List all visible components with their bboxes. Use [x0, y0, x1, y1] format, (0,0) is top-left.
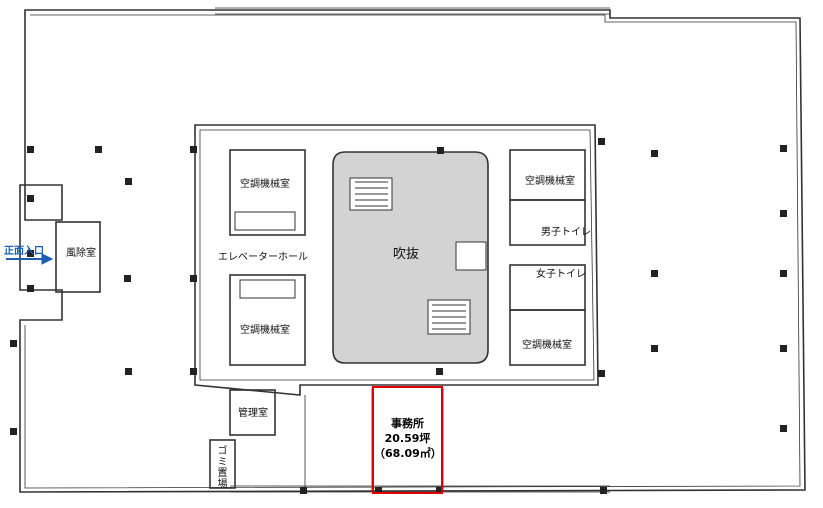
core-outline	[194, 124, 599, 396]
entrance-arrow	[6, 253, 54, 265]
womens-toilet-label: 女子トイレ	[536, 269, 586, 280]
garbage-room-wall	[209, 439, 236, 489]
void-elevator	[455, 241, 487, 271]
main-entrance-label: 正面入口	[4, 246, 44, 257]
ac-room-bl-equip	[239, 279, 296, 299]
management-room-label: 管理室	[238, 408, 268, 419]
mens-toilet-label: 男子トイレ	[541, 227, 591, 238]
mens-toilet-wall	[509, 199, 586, 246]
outer-wall-inner	[24, 14, 801, 489]
ac-room-tr-label: 空調機械室	[525, 176, 575, 187]
ac-room-bl-label: 空調機械室	[240, 325, 290, 336]
stair-bottom	[427, 299, 471, 335]
office-sqm: （68.09㎡）	[374, 447, 442, 460]
ac-room-br-wall	[509, 309, 586, 366]
stair-top	[349, 177, 393, 211]
ac-room-br-label: 空調機械室	[522, 340, 572, 351]
office-tsubo: 20.59坪	[384, 432, 431, 445]
windbreak-room	[55, 221, 101, 293]
windbreak-room-label: 風除室	[66, 248, 96, 259]
elevator-hall-label: エレベーターホール	[218, 252, 308, 263]
office-info: 事務所 20.59坪 （68.09㎡）	[374, 416, 442, 461]
ac-room-tl-label: 空調機械室	[240, 179, 290, 190]
top-window-band	[215, 7, 610, 15]
outer-wall	[19, 9, 806, 493]
ac-room-tl-wall	[229, 149, 306, 236]
core-outline-inner	[199, 129, 595, 381]
management-room-wall	[229, 389, 276, 436]
office-name: 事務所	[391, 417, 424, 430]
ac-room-bl-wall	[229, 274, 306, 366]
columns	[10, 138, 787, 494]
ac-room-tr-wall	[509, 149, 586, 201]
garbage-room-label: ゴミ置場	[215, 445, 226, 489]
void-label: 吹抜	[393, 247, 420, 262]
office-highlight: 事務所 20.59坪 （68.09㎡）	[372, 386, 443, 494]
ac-room-tl-equip	[234, 211, 296, 231]
